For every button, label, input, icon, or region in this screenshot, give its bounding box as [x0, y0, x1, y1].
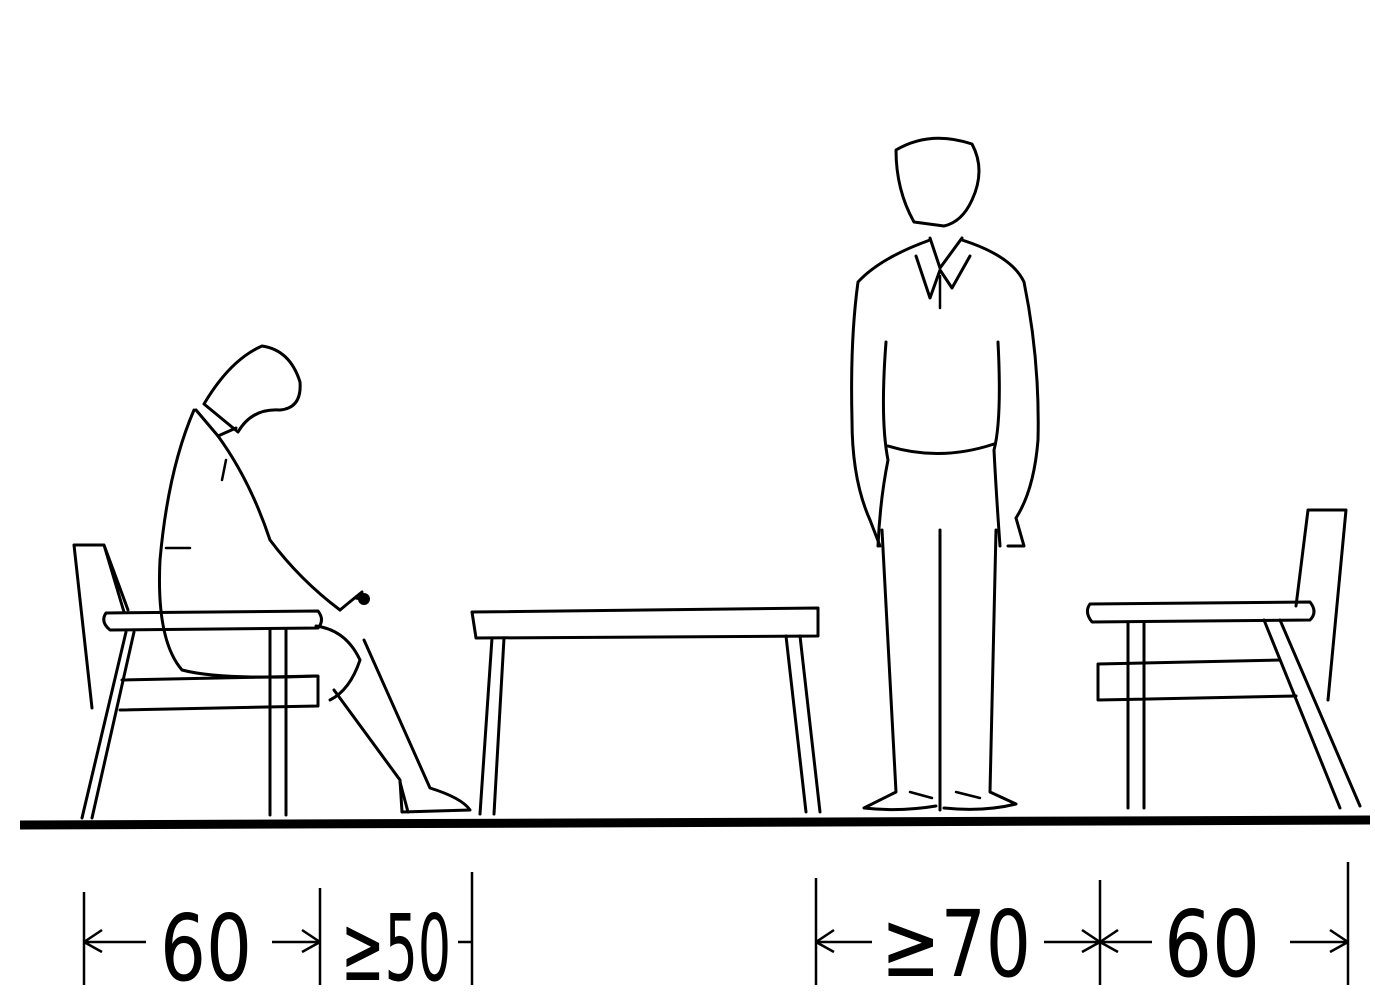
coffee-table — [470, 606, 822, 816]
seated-person — [158, 344, 472, 814]
dimension-passage: ≥70 — [881, 891, 1031, 998]
standing-person — [850, 136, 1040, 812]
floor-line — [19, 815, 1371, 830]
dimension-seat-depth-right: 60 — [1164, 891, 1260, 998]
right-armchair — [1085, 508, 1362, 810]
dimension-legroom: ≥50 — [341, 895, 451, 999]
dimension-lines — [82, 862, 1350, 985]
left-armchair — [72, 543, 323, 820]
dimension-seat-depth-left: 60 — [160, 895, 252, 999]
